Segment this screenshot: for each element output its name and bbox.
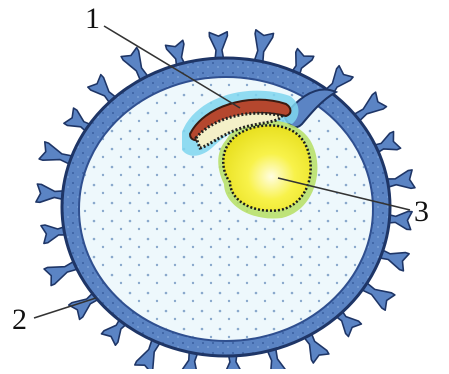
label-2: 2: [12, 305, 27, 335]
label-3: 3: [414, 197, 429, 227]
label-1: 1: [85, 4, 100, 34]
